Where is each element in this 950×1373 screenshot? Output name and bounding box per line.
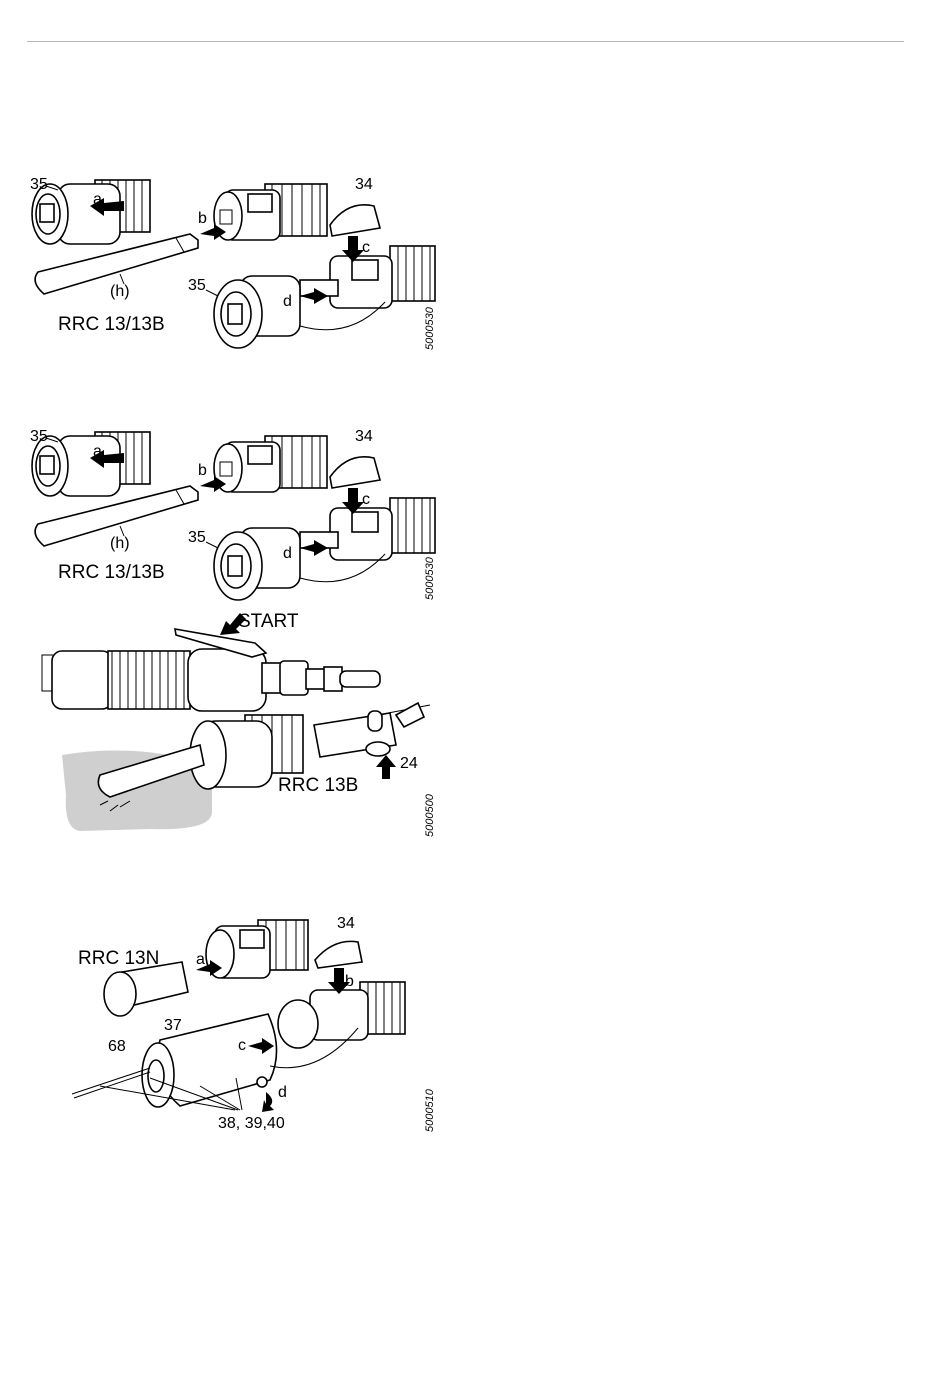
hammer-housing-top-icon	[206, 920, 308, 978]
figure-code: 5000510	[424, 1089, 436, 1132]
buffer-plug-37-icon	[104, 962, 188, 1016]
label-h: (h)	[110, 536, 130, 552]
label-b: b	[198, 463, 207, 479]
label-c: c	[238, 1038, 246, 1054]
model-label: RRC 13N	[78, 949, 159, 968]
header-rule	[27, 41, 904, 42]
figure-1-chisel-retainer-assembly: 35 a b 34 c (h) 35 d RRC 13/13B 5000530	[0, 170, 450, 360]
label-b: b	[198, 211, 207, 227]
label-part-68: 68	[108, 1039, 126, 1055]
figure-2-drawing	[0, 422, 450, 612]
retainer-35-bottom-icon	[214, 528, 300, 600]
figure-4-drawing	[0, 910, 450, 1140]
arrow-24-icon	[376, 755, 396, 779]
sleeve-38-icon	[142, 1014, 277, 1107]
label-part-34: 34	[355, 429, 373, 445]
label-a: a	[93, 444, 102, 460]
figure-code: 5000530	[424, 557, 436, 600]
figure-3-drawing	[0, 605, 450, 845]
label-part-35-lower: 35	[188, 530, 206, 546]
label-part-34: 34	[355, 177, 373, 193]
label-a: a	[196, 952, 205, 968]
hammer-housing-bottom-icon	[278, 982, 405, 1048]
latch-24-detail-icon	[314, 703, 430, 757]
label-part-24: 24	[400, 756, 418, 772]
label-part-37: 37	[164, 1018, 182, 1034]
needle-68-icon	[72, 1068, 150, 1094]
hammer-housing-top-icon	[214, 436, 327, 492]
model-label: RRC 13/13B	[58, 563, 165, 582]
figure-3-start-operation: START 24 RRC 13B 5000500	[0, 605, 450, 845]
model-label: RRC 13B	[278, 776, 358, 795]
model-label: RRC 13/13B	[58, 315, 165, 334]
label-part-35-lower: 35	[188, 278, 206, 294]
label-d: d	[283, 546, 292, 562]
start-label: START	[238, 612, 299, 631]
figure-2-chisel-retainer-assembly: 35 a b 34 c (h) 35 d RRC 13/13B 5000530	[0, 422, 450, 612]
label-part-34: 34	[337, 916, 355, 932]
figure-code: 5000500	[424, 794, 436, 837]
breaker-tool-icon	[42, 629, 380, 711]
label-part-35: 35	[30, 429, 48, 445]
label-c: c	[362, 492, 370, 508]
label-d: d	[278, 1085, 287, 1101]
label-h: (h)	[110, 284, 130, 300]
retainer-35-bottom-icon	[214, 276, 300, 348]
label-parts-38-40: 38, 39,40	[218, 1116, 285, 1132]
arrow-d-icon	[262, 1092, 274, 1112]
figure-code: 5000530	[424, 307, 436, 350]
label-d: d	[283, 294, 292, 310]
retainer-35-top-icon	[32, 432, 150, 496]
latch-34-icon	[330, 457, 380, 488]
figure-4-rrc13n-assembly: RRC 13N a 34 b 37 68 c d 38, 39,40 50005…	[0, 910, 450, 1140]
label-c: c	[362, 240, 370, 256]
retainer-35-top-icon	[32, 180, 150, 244]
hammer-housing-top-icon	[214, 184, 327, 240]
label-a: a	[93, 192, 102, 208]
latch-34-icon	[330, 205, 380, 236]
label-part-35: 35	[30, 177, 48, 193]
label-b: b	[345, 974, 354, 990]
latch-34-icon	[315, 941, 362, 968]
